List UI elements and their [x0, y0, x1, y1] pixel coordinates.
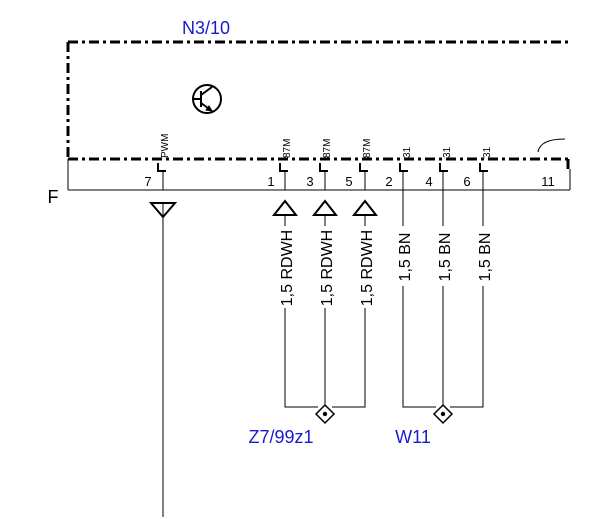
pin-contact-mark	[359, 163, 368, 172]
wire-spec-label: 1,5 RDWH	[319, 230, 336, 306]
wire-bn-6	[450, 286, 484, 408]
module-boundary	[66, 40, 570, 161]
wire-bn-2	[402, 286, 436, 408]
junction-label: Z7/99z1	[248, 427, 313, 447]
pin-number: 2	[385, 174, 392, 189]
input-arrow-icon	[351, 199, 379, 216]
pin-signal-label: PWM	[160, 134, 171, 158]
junction-w11: W11	[395, 403, 454, 447]
section-marker: F	[48, 187, 59, 207]
pin-contact-mark	[279, 163, 288, 172]
pin-5: 87M 5 1,5 RDWH	[332, 139, 379, 408]
pin-6: 31 6 1,5 BN	[450, 146, 494, 408]
wire-spec-label: 1,5 BN	[437, 233, 454, 282]
pin-signal-label: 31	[402, 146, 413, 158]
pin-contact-mark	[157, 163, 166, 172]
pin-number: 7	[144, 174, 151, 189]
pin-signal-label: 87M	[322, 139, 333, 158]
pin-4: 31 4 1,5 BN	[425, 146, 454, 405]
transistor-icon	[192, 84, 222, 114]
pin-number: 4	[425, 174, 432, 189]
pin-number: 11	[541, 174, 555, 189]
pin-number: 3	[306, 174, 313, 189]
pin-contact-mark	[479, 163, 488, 172]
input-arrow-icon	[311, 199, 339, 216]
pin-7: PWM 7	[144, 134, 178, 517]
pin-signal-label: 31	[442, 146, 453, 158]
pin-signal-label: 87M	[362, 139, 373, 158]
wire-spec-label: 1,5 RDWH	[359, 230, 376, 306]
junction-label: W11	[395, 427, 431, 447]
component-label: N3/10	[182, 18, 230, 38]
pin-11: 11	[541, 174, 555, 189]
junction-z7-99z1: Z7/99z1	[248, 403, 336, 447]
wire-spec-label: 1,5 BN	[397, 233, 414, 282]
input-arrow-icon	[271, 199, 299, 216]
wire-rdwh-1	[284, 308, 318, 408]
pin-3: 87M 3 1,5 RDWH	[306, 139, 339, 405]
pin-signal-label: 31	[482, 146, 493, 158]
pin-contact-mark	[439, 163, 448, 172]
boundary-continuation-arc	[537, 138, 566, 153]
pin-number: 6	[463, 174, 470, 189]
pin-contact-mark	[319, 163, 328, 172]
pin-signal-label: 87M	[282, 139, 293, 158]
wire-rdwh-5	[332, 308, 366, 408]
pin-2: 31 2 1,5 BN	[385, 146, 436, 408]
wire-spec-label: 1,5 BN	[477, 233, 494, 282]
pin-contact-mark	[399, 163, 408, 172]
pin-1: 87M 1 1,5 RDWH	[267, 139, 318, 408]
pin-number: 1	[267, 174, 274, 189]
wire-spec-label: 1,5 RDWH	[279, 230, 296, 306]
pin-number: 5	[345, 174, 352, 189]
